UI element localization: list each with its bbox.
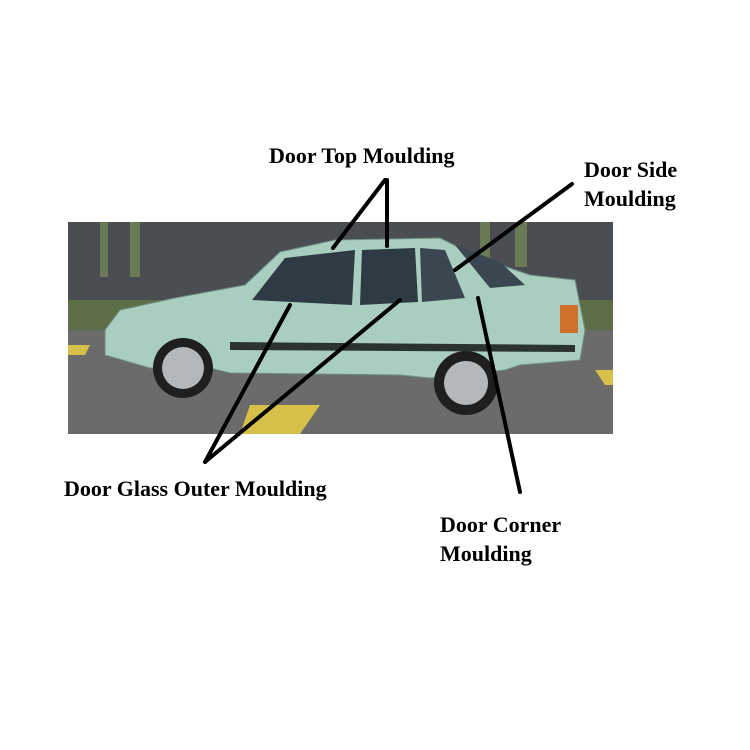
pointer-glass-outer-2 — [203, 298, 402, 464]
pointer-door-top-1 — [331, 178, 387, 250]
label-door-top-moulding: Door Top Moulding — [269, 143, 455, 168]
label-line: Door Corner — [440, 512, 562, 537]
car-body — [104, 237, 586, 379]
label-line: Moulding — [584, 186, 676, 211]
pointer-glass-outer-1 — [203, 303, 292, 464]
pointer-door-corner — [476, 296, 522, 494]
pointer-door-side — [453, 182, 574, 272]
label-door-side-moulding: Door Side Moulding — [584, 155, 677, 213]
label-door-glass-outer-moulding: Door Glass Outer Moulding — [64, 476, 327, 501]
label-line: Moulding — [440, 541, 532, 566]
quarter-window — [420, 248, 465, 302]
label-door-corner-moulding: Door Corner Moulding — [440, 510, 561, 568]
front-window — [252, 250, 355, 305]
rear-window — [360, 248, 418, 305]
label-line: Door Side — [584, 157, 678, 182]
pointer-lines — [203, 178, 574, 494]
